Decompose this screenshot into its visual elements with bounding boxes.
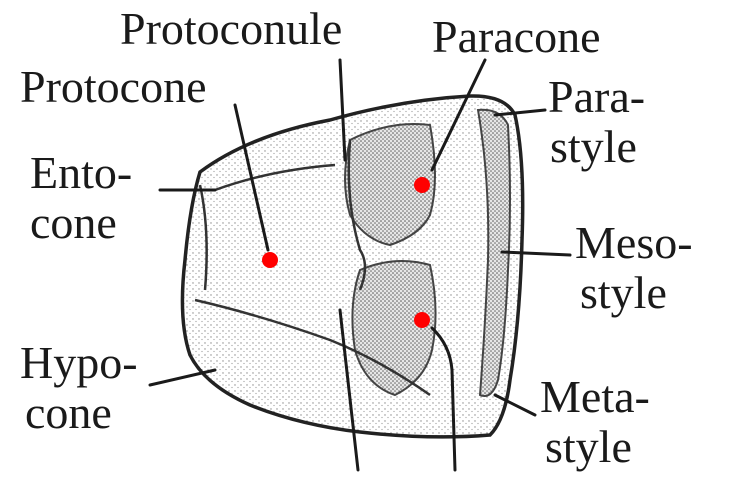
- label-paracone: Paracone: [432, 11, 601, 62]
- label-metastyle-line2: style: [545, 421, 632, 472]
- paracone-marker: [414, 177, 430, 193]
- label-parastyle-line2: style: [550, 121, 637, 172]
- label-hypocone-line2: cone: [25, 387, 112, 438]
- metacone-marker: [414, 312, 430, 328]
- label-entocone-line1: Ento-: [30, 147, 132, 198]
- label-hypocone-line1: Hypo-: [20, 337, 138, 388]
- label-mesostyle-line1: Meso-: [575, 217, 693, 268]
- label-metastyle-line1: Meta-: [540, 371, 650, 422]
- label-protoconule: Protoconule: [120, 3, 342, 54]
- label-entocone-line2: cone: [30, 197, 117, 248]
- label-mesostyle-line2: style: [580, 267, 667, 318]
- label-protocone: Protocone: [20, 61, 207, 112]
- label-parastyle-line1: Para-: [548, 71, 645, 122]
- protocone-marker: [262, 252, 278, 268]
